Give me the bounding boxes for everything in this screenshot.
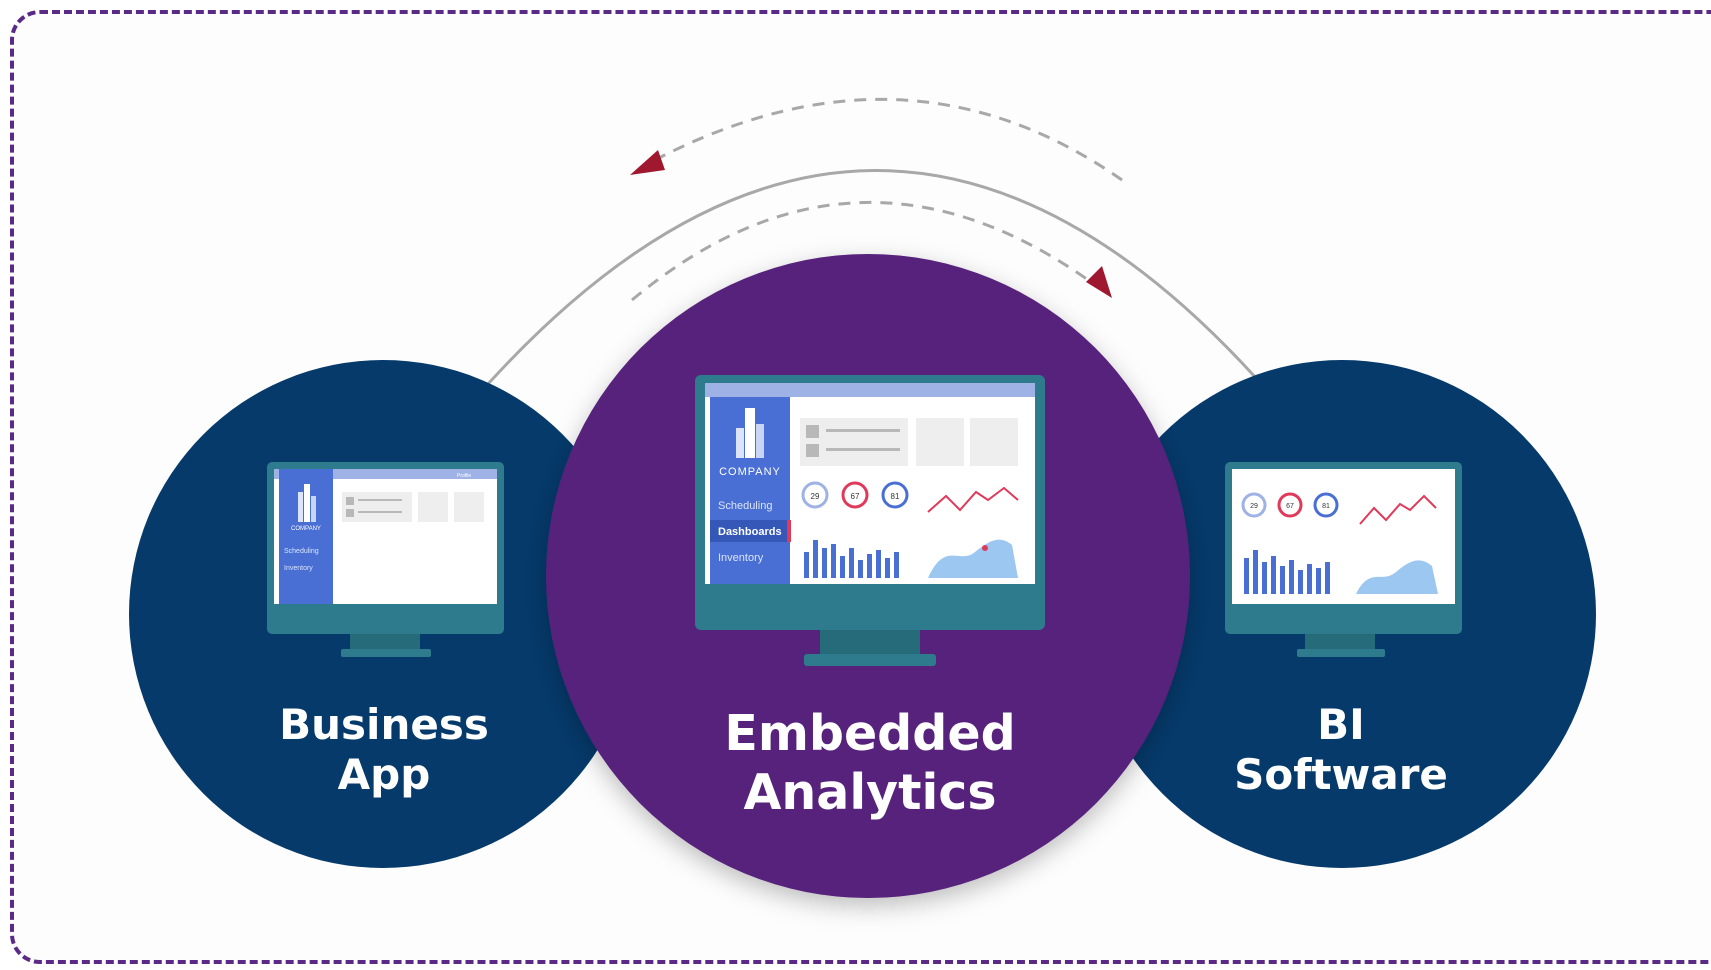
bi-software-monitor: 29 67 81	[1225, 462, 1462, 657]
arrow-head-icon	[1086, 266, 1112, 298]
gauge-value: 29	[811, 492, 820, 501]
building-icon	[298, 484, 316, 522]
gauge-value: 67	[1286, 503, 1294, 510]
profile-label: Profile	[457, 473, 471, 479]
arrow-head-icon	[630, 150, 665, 175]
menu-item: Inventory	[284, 565, 313, 572]
business-app-monitor: COMPANY Scheduling Inventory Profile	[267, 462, 504, 657]
business-app-label: Business App	[279, 700, 489, 800]
solid-connector-arc	[486, 169, 1258, 386]
monitor-brand: COMPANY	[291, 526, 321, 532]
bi-software-label: BI Software	[1234, 700, 1448, 800]
embedded-analytics-monitor: COMPANY Scheduling Dashboards Inventory …	[695, 375, 1045, 666]
gauge-value: 81	[891, 492, 900, 501]
gauge-value: 81	[1322, 503, 1330, 510]
building-icon	[736, 408, 764, 458]
dashed-arc-outer	[639, 98, 1123, 182]
user-icon	[1008, 401, 1016, 409]
dashed-arc-inner	[631, 201, 1103, 302]
monitor-brand: COMPANY	[719, 466, 781, 478]
menu-item: Inventory	[718, 552, 764, 564]
menu-item: Scheduling	[284, 548, 319, 555]
embedded-analytics-label: Embedded Analytics	[724, 705, 1016, 821]
profile-label: Profile	[976, 401, 999, 410]
menu-item: Dashboards	[718, 526, 782, 538]
gauge-value: 67	[851, 492, 860, 501]
gauge-value: 29	[1250, 503, 1258, 510]
menu-item: Scheduling	[718, 500, 772, 512]
